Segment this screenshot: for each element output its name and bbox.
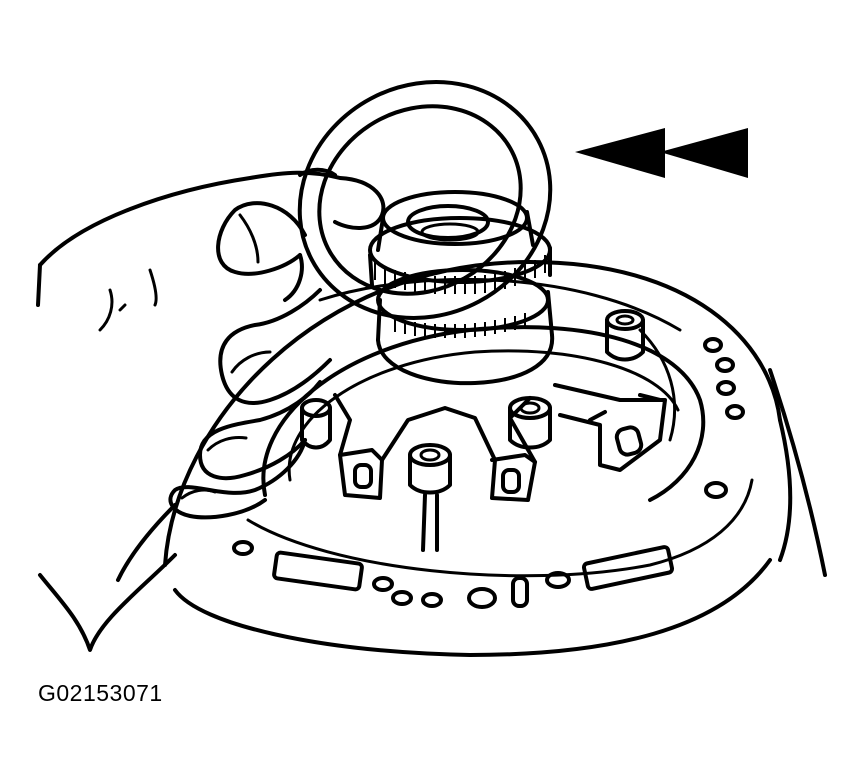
bolts [300, 309, 645, 552]
bolt [300, 398, 332, 450]
port-hole [725, 404, 745, 420]
port-hole [391, 590, 413, 606]
port-hole [545, 571, 571, 589]
port-slot [511, 576, 529, 608]
port-hole [716, 380, 736, 396]
port-hole [703, 337, 723, 353]
hand [36, 167, 386, 652]
port-hole [715, 357, 735, 373]
direction-arrow [575, 128, 748, 178]
port-hole [421, 592, 443, 608]
port-slot [272, 550, 364, 592]
port-slot [581, 545, 675, 591]
housing-ports [232, 337, 745, 609]
bolt [605, 309, 645, 362]
radial-passages [333, 383, 667, 502]
bolt [508, 396, 552, 450]
bolt [408, 443, 452, 552]
port-hole [467, 587, 497, 609]
port-hole [704, 481, 728, 499]
thrust-washer [297, 80, 553, 320]
figure-reference-label: G02153071 [38, 680, 163, 706]
port-hole [372, 576, 394, 592]
port-hole [232, 540, 254, 556]
